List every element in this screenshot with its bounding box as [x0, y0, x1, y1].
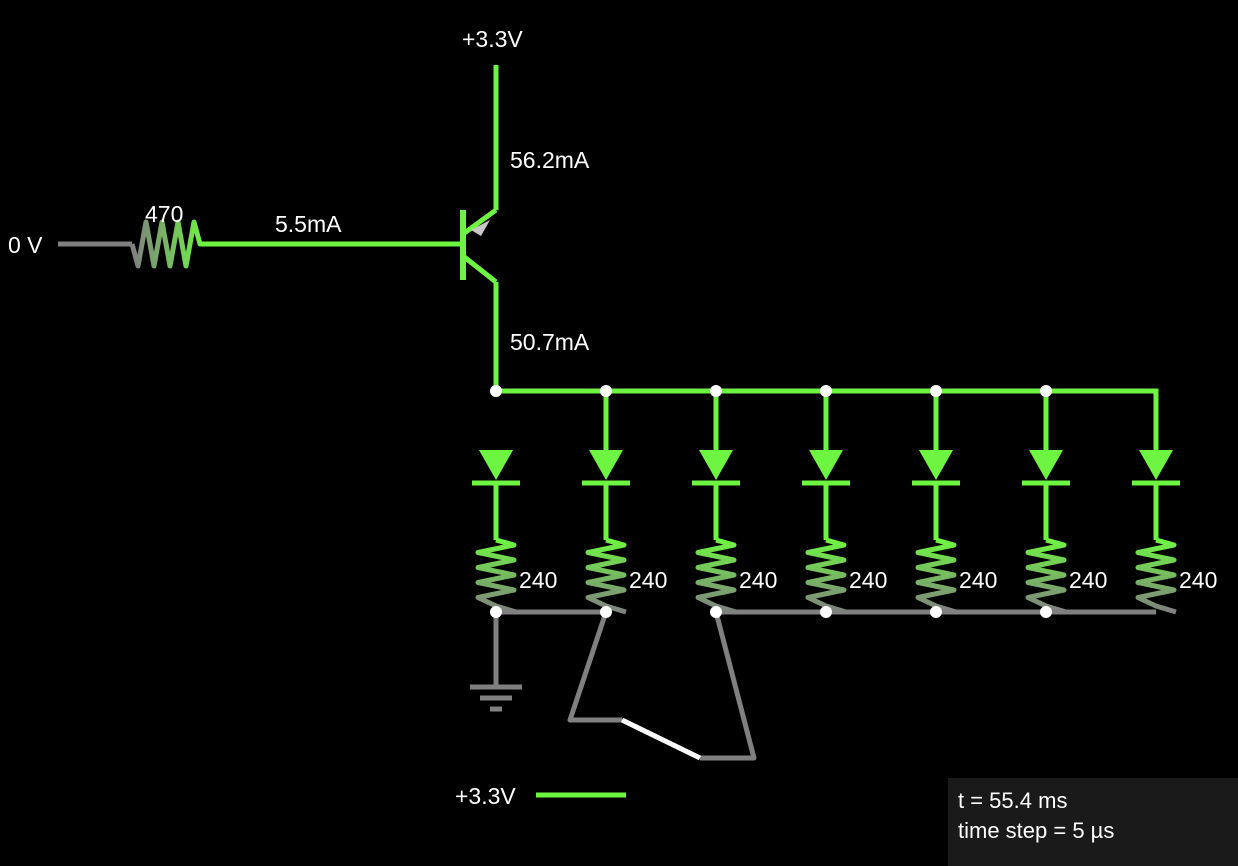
supply-bottom-label: +3.3V: [455, 783, 516, 809]
input-source-label: 0 V: [8, 232, 43, 258]
led-resistor-value: 240: [849, 567, 887, 593]
emitter-current-label: 56.2mA: [510, 147, 590, 173]
led-branch: 240: [1022, 391, 1107, 615]
junction-dot: [490, 385, 502, 397]
led-diode-icon[interactable]: [809, 450, 843, 480]
junction-dot: [930, 606, 942, 618]
junction-dot: [600, 385, 612, 397]
led-resistor[interactable]: [475, 537, 517, 615]
led-resistor[interactable]: [915, 537, 957, 615]
led-diode-icon[interactable]: [589, 450, 623, 480]
led-diode-icon[interactable]: [1029, 450, 1063, 480]
led-branch: 240: [1132, 391, 1217, 615]
simulation-info-panel: t = 55.4 ms time step = 5 µs: [948, 778, 1238, 866]
led-resistor-value: 240: [739, 567, 777, 593]
led-resistor-value: 240: [1069, 567, 1107, 593]
junction-dots: [490, 385, 1052, 618]
sim-time: t = 55.4 ms: [958, 788, 1068, 813]
supply-top-label: +3.3V: [462, 26, 523, 52]
junction-dot: [710, 385, 722, 397]
led-resistor[interactable]: [585, 537, 627, 615]
led-resistor[interactable]: [695, 537, 737, 615]
led-resistor[interactable]: [1135, 537, 1177, 615]
junction-dot: [490, 606, 502, 618]
led-resistor-value: 240: [1179, 567, 1217, 593]
led-branch: 240: [582, 391, 667, 615]
switch-wire-right[interactable]: [700, 611, 757, 761]
switch-wire-left[interactable]: [567, 611, 622, 723]
junction-dot: [930, 385, 942, 397]
led-resistor-value: 240: [629, 567, 667, 593]
sim-timestep: time step = 5 µs: [958, 818, 1115, 843]
led-diode-icon[interactable]: [1139, 450, 1173, 480]
junction-dot: [600, 606, 612, 618]
junction-dot: [1040, 385, 1052, 397]
led-resistor-value: 240: [959, 567, 997, 593]
collector-current-label: 50.7mA: [510, 329, 590, 355]
led-branch: 240: [802, 391, 887, 615]
junction-dot: [710, 606, 722, 618]
led-branch: 240: [692, 391, 777, 615]
led-branch: 240: [472, 450, 557, 615]
junction-dot: [820, 606, 832, 618]
led-diode-icon[interactable]: [699, 450, 733, 480]
led-resistor[interactable]: [1025, 537, 1067, 615]
emitter-arrow-icon: [471, 220, 490, 236]
pnp-transistor[interactable]: [460, 207, 498, 284]
led-diode-icon[interactable]: [479, 450, 513, 480]
base-resistor-value: 470: [145, 201, 183, 227]
led-resistor[interactable]: [805, 537, 847, 615]
led-diode-icon[interactable]: [919, 450, 953, 480]
led-branch: 240: [912, 391, 997, 615]
led-resistor-value: 240: [519, 567, 557, 593]
junction-dot: [820, 385, 832, 397]
ground-icon[interactable]: [470, 684, 522, 712]
junction-dot: [1040, 606, 1052, 618]
base-current-label: 5.5mA: [275, 211, 342, 237]
base-resistor[interactable]: [129, 219, 206, 269]
switch-blade[interactable]: [620, 717, 702, 761]
